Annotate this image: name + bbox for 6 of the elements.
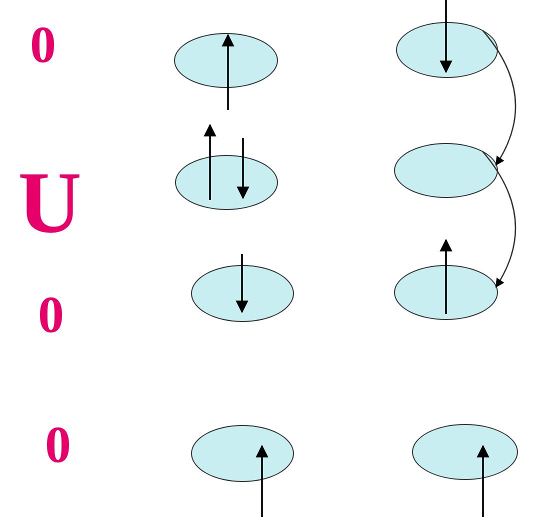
energy-label: 0 xyxy=(30,20,56,72)
energy-label: U xyxy=(18,160,82,248)
curved-arrow xyxy=(482,150,516,288)
curved-arrow xyxy=(482,30,516,166)
energy-label: 0 xyxy=(45,420,71,472)
energy-label: 0 xyxy=(38,290,64,342)
